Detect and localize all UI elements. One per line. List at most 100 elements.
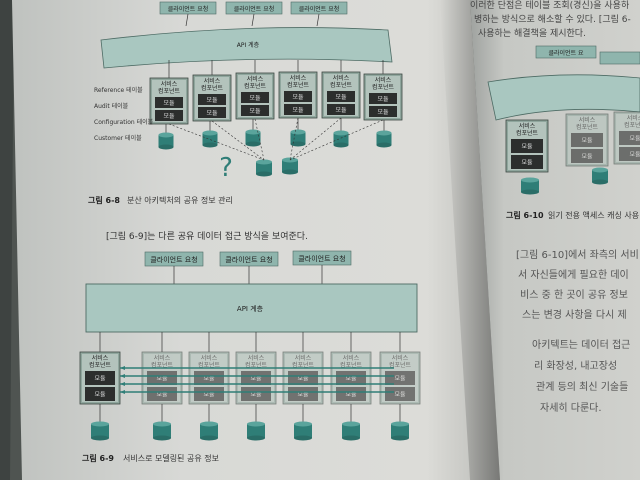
module-label: 모듈 <box>335 107 347 114</box>
fig10-client-request-1 <box>599 51 640 65</box>
service-label: 컴포넌트 <box>287 81 310 89</box>
module-label: 모듈 <box>581 138 593 145</box>
fig8-api-label: API 계층 <box>237 41 260 49</box>
service-label: 컴포넌트 <box>89 361 112 369</box>
fig10-client-request-0 <box>535 45 597 59</box>
fig10-db-1 <box>592 167 608 185</box>
service-label: 컴포넌트 <box>201 84 224 92</box>
service-label: 서비스 <box>204 77 221 85</box>
fig9-caption-text: 서비스로 모델링된 공유 정보 <box>123 453 219 463</box>
module-box <box>198 94 226 105</box>
service-label: 서비스 <box>154 354 171 362</box>
module-box <box>241 92 269 103</box>
service-label: 컴포넌트 <box>372 83 395 91</box>
module-box <box>147 387 177 401</box>
service-label: 서비스 <box>333 74 350 82</box>
module-label: 모듈 <box>394 376 406 383</box>
service-label: 서비스 <box>392 354 409 362</box>
fig10-caption-number: 그림 6-10 <box>506 210 544 220</box>
fig8-shared-db-1 <box>282 157 298 175</box>
fig8-api-layer <box>100 27 393 69</box>
right-page-text: 이러한 단점은 테이블 조회(경신)을 사용하 병하는 방식으로 해소할 수 있… <box>470 0 631 39</box>
module-box <box>327 91 355 102</box>
service-label: 서비스 <box>343 354 360 362</box>
module-box <box>571 149 603 163</box>
fig8-row-label-1: Audit 테이블 <box>94 102 129 110</box>
fig9-db-2 <box>200 421 218 441</box>
module-label: 모듈 <box>163 100 175 107</box>
fig8-db-1 <box>202 130 218 148</box>
module-label: 모듈 <box>249 108 261 115</box>
module-label: 모듈 <box>250 376 262 383</box>
fig9-api-label: API 계층 <box>237 304 264 313</box>
module-box <box>511 139 543 153</box>
fig9-db-6 <box>391 421 409 441</box>
module-label: 모듈 <box>345 376 357 383</box>
fig8-db-2 <box>245 129 261 147</box>
service-label: 컴포넌트 <box>244 82 267 90</box>
fig8-caption-number: 그림 6-8 <box>88 195 120 205</box>
fig9-db-5 <box>342 421 360 441</box>
client-request-label: 클라이언트 요청 <box>150 255 197 264</box>
fig8-shared-db-0 <box>256 159 272 177</box>
right-line-2: 병하는 방식으로 해소할 수 있다. [그림 6- <box>474 13 631 25</box>
module-label: 모듈 <box>581 154 593 161</box>
module-label: 모듈 <box>377 96 389 103</box>
service-label: 컴포넌트 <box>158 87 181 95</box>
fig9-caption-number: 그림 6-9 <box>82 453 114 463</box>
fig8-db-0 <box>158 132 174 150</box>
module-label: 모듈 <box>292 94 304 101</box>
service-label: 컴포넌트 <box>245 361 268 369</box>
service-label: 컴포넌트 <box>151 361 174 369</box>
module-box <box>571 133 603 147</box>
module-box <box>194 387 224 401</box>
service-label: 컴포넌트 <box>624 121 640 129</box>
client-request-label: 클라이언트 요청 <box>225 255 272 264</box>
service-label: 서비스 <box>201 354 218 362</box>
fig8-db-3 <box>290 129 306 147</box>
right-body-line-7: 관계 등의 최신 기술들 <box>536 381 628 393</box>
module-label: 모듈 <box>297 392 309 399</box>
module-label: 모듈 <box>377 109 389 116</box>
module-box <box>288 387 318 401</box>
module-label: 모듈 <box>249 95 261 102</box>
fig8-question-mark: ? <box>219 153 233 183</box>
service-label: 서비스 <box>519 122 536 130</box>
module-label: 모듈 <box>250 392 262 399</box>
module-label: 모듈 <box>345 392 357 399</box>
module-label: 모듈 <box>629 152 640 159</box>
service-label: 컴포넌트 <box>198 361 221 369</box>
fig8-row-label-2: Configuration 테이블 <box>94 118 154 126</box>
module-box <box>369 106 397 117</box>
fig9-db-4 <box>294 421 312 441</box>
module-label: 모듈 <box>335 94 347 101</box>
service-label: 서비스 <box>295 354 312 362</box>
service-label: 서비스 <box>579 116 596 124</box>
left-edge <box>0 0 14 480</box>
gutter-shadow <box>440 0 500 480</box>
right-line-1: 이러한 단점은 테이블 조회(경신)을 사용하 <box>470 0 630 11</box>
module-box <box>385 371 415 385</box>
fig9-db-3 <box>247 421 265 441</box>
module-box <box>147 371 177 385</box>
module-box <box>284 104 312 115</box>
right-body-line-2: 서 자신들에게 필요한 데이 <box>518 269 629 281</box>
module-box <box>619 131 640 145</box>
module-label: 모듈 <box>203 376 215 383</box>
fig9-db-1 <box>153 421 171 441</box>
module-label: 모듈 <box>203 392 215 399</box>
